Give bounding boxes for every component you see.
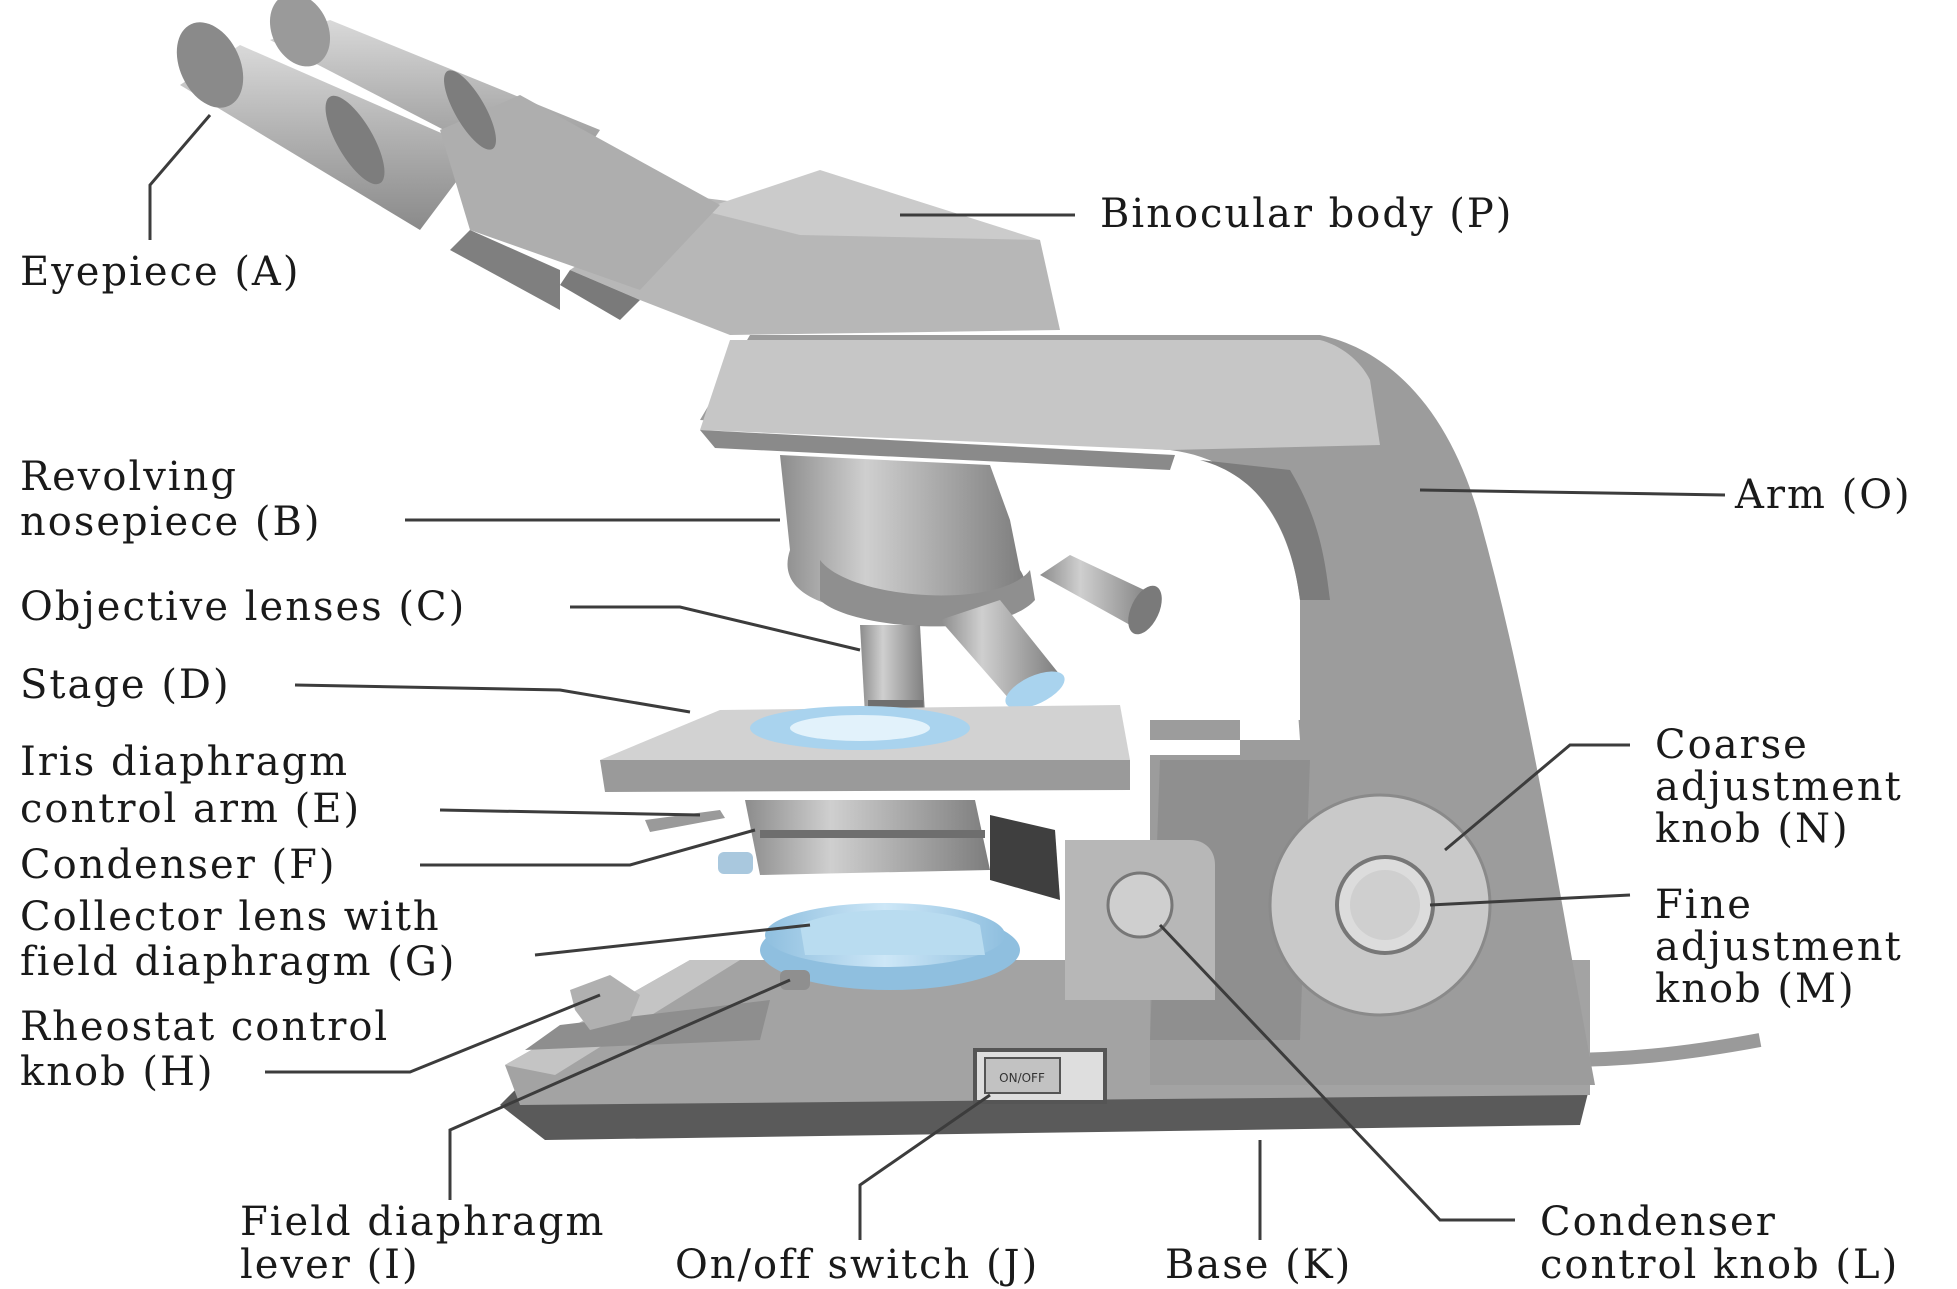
label-on-off-switch: On/off switch (J): [675, 1242, 1039, 1288]
label-fine-line1: Fine: [1655, 882, 1753, 928]
revolving-nosepiece: [780, 455, 1035, 626]
label-eyepiece: Eyepiece (A): [20, 249, 300, 295]
label-collector-line2: field diaphragm (G): [20, 939, 456, 985]
label-rheostat-line1: Rheostat control: [20, 1004, 389, 1050]
leader-objective: [570, 607, 860, 650]
label-fine-line3: knob (M): [1655, 966, 1856, 1012]
switch-text: ON/OFF: [999, 1071, 1045, 1085]
label-arm: Arm (O): [1734, 472, 1912, 518]
label-iris-line1: Iris diaphragm: [20, 739, 349, 785]
label-revolving-nosepiece-line1: Revolving: [20, 454, 238, 500]
label-rheostat-line2: knob (H): [20, 1049, 215, 1095]
stage: [600, 705, 1130, 792]
label-coarse-line2: adjustment: [1655, 764, 1903, 810]
label-iris-line2: control arm (E): [20, 786, 361, 832]
label-condenser-knob-line1: Condenser: [1540, 1199, 1777, 1245]
label-base: Base (K): [1165, 1242, 1352, 1288]
label-stage: Stage (D): [20, 662, 231, 708]
condenser: [645, 800, 1060, 900]
label-condenser-knob-line2: control knob (L): [1540, 1242, 1899, 1288]
condenser-control-knob: [1065, 840, 1215, 1000]
label-field-lever-line1: Field diaphragm: [240, 1199, 605, 1245]
label-objective-lenses: Objective lenses (C): [20, 584, 466, 630]
label-revolving-nosepiece-line2: nosepiece (B): [20, 499, 322, 545]
leader-stage: [295, 685, 690, 712]
leader-iris: [440, 810, 700, 815]
label-binocular-body: Binocular body (P): [1100, 191, 1513, 237]
label-field-lever-line2: lever (I): [240, 1242, 420, 1288]
label-coarse-line3: knob (N): [1655, 806, 1850, 852]
label-collector-line1: Collector lens with: [20, 894, 441, 940]
label-fine-line2: adjustment: [1655, 924, 1903, 970]
on-off-switch: ON/OFF: [975, 1050, 1105, 1102]
label-condenser: Condenser (F): [20, 842, 337, 888]
leader-condenser: [420, 830, 755, 865]
leader-eyepiece: [150, 115, 210, 240]
label-coarse-line1: Coarse: [1655, 722, 1809, 768]
